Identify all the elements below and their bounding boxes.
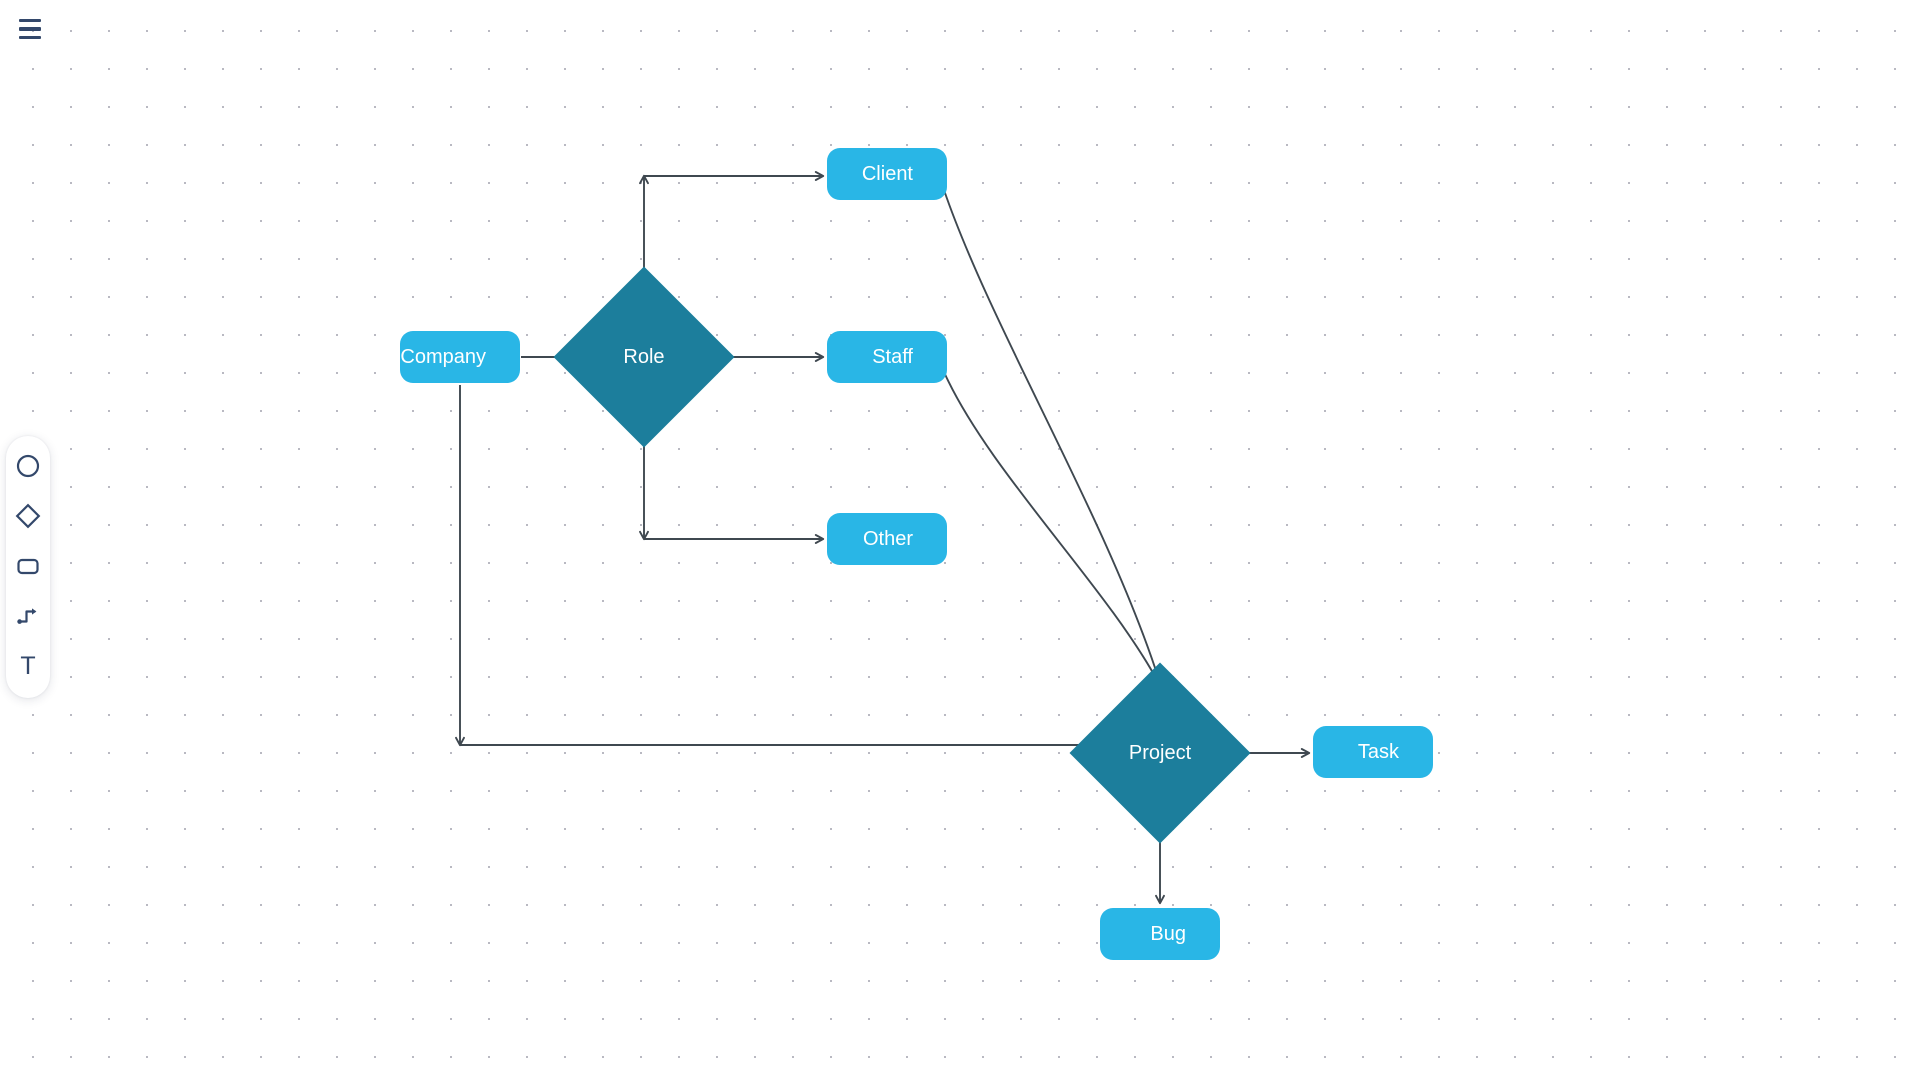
connector-arrow-icon <box>15 603 41 629</box>
node-client[interactable]: Client <box>827 148 947 200</box>
node-staff[interactable]: Staff <box>827 331 947 383</box>
menu-bar-2 <box>19 27 41 31</box>
menu-bar-1 <box>19 19 41 23</box>
node-client-label: Client <box>861 163 913 185</box>
tool-rectangle[interactable] <box>12 550 44 582</box>
node-project[interactable]: Project <box>1069 662 1251 844</box>
text-icon: T <box>20 651 36 680</box>
menu-bar-3 <box>19 35 41 39</box>
node-task-label: Task <box>1357 741 1399 763</box>
node-company[interactable]: Company <box>400 331 520 383</box>
node-bug[interactable]: Bug <box>1100 908 1220 960</box>
node-company-shape: Company <box>400 331 520 383</box>
tool-diamond[interactable] <box>12 500 44 532</box>
node-staff-shape: Staff <box>827 331 947 383</box>
rounded-rect-icon <box>15 553 41 579</box>
tool-ellipse[interactable] <box>12 450 44 482</box>
node-role[interactable]: Role <box>553 266 735 448</box>
node-role-label: Role <box>623 346 665 368</box>
diamond-icon <box>15 503 41 529</box>
circle-icon <box>15 453 41 479</box>
node-task[interactable]: Task <box>1313 726 1433 778</box>
node-other-label: Other <box>862 528 913 550</box>
node-bug-shape: Bug <box>1100 908 1220 960</box>
edge-client-project <box>943 189 1162 682</box>
node-client-shape: Client <box>827 148 947 200</box>
edge-staff-project <box>943 371 1159 682</box>
tool-palette: T <box>6 436 50 698</box>
node-bug-label: Bug <box>1150 923 1186 945</box>
node-other-shape: Other <box>827 513 947 565</box>
node-other[interactable]: Other <box>827 513 947 565</box>
hamburger-menu-icon[interactable] <box>12 12 48 46</box>
node-project-label: Project <box>1128 742 1192 764</box>
tool-text[interactable]: T <box>12 650 44 682</box>
node-task-shape: Task <box>1313 726 1433 778</box>
node-staff-label: Staff <box>872 346 913 368</box>
node-company-label: Company <box>400 346 486 368</box>
tool-connector[interactable] <box>12 600 44 632</box>
